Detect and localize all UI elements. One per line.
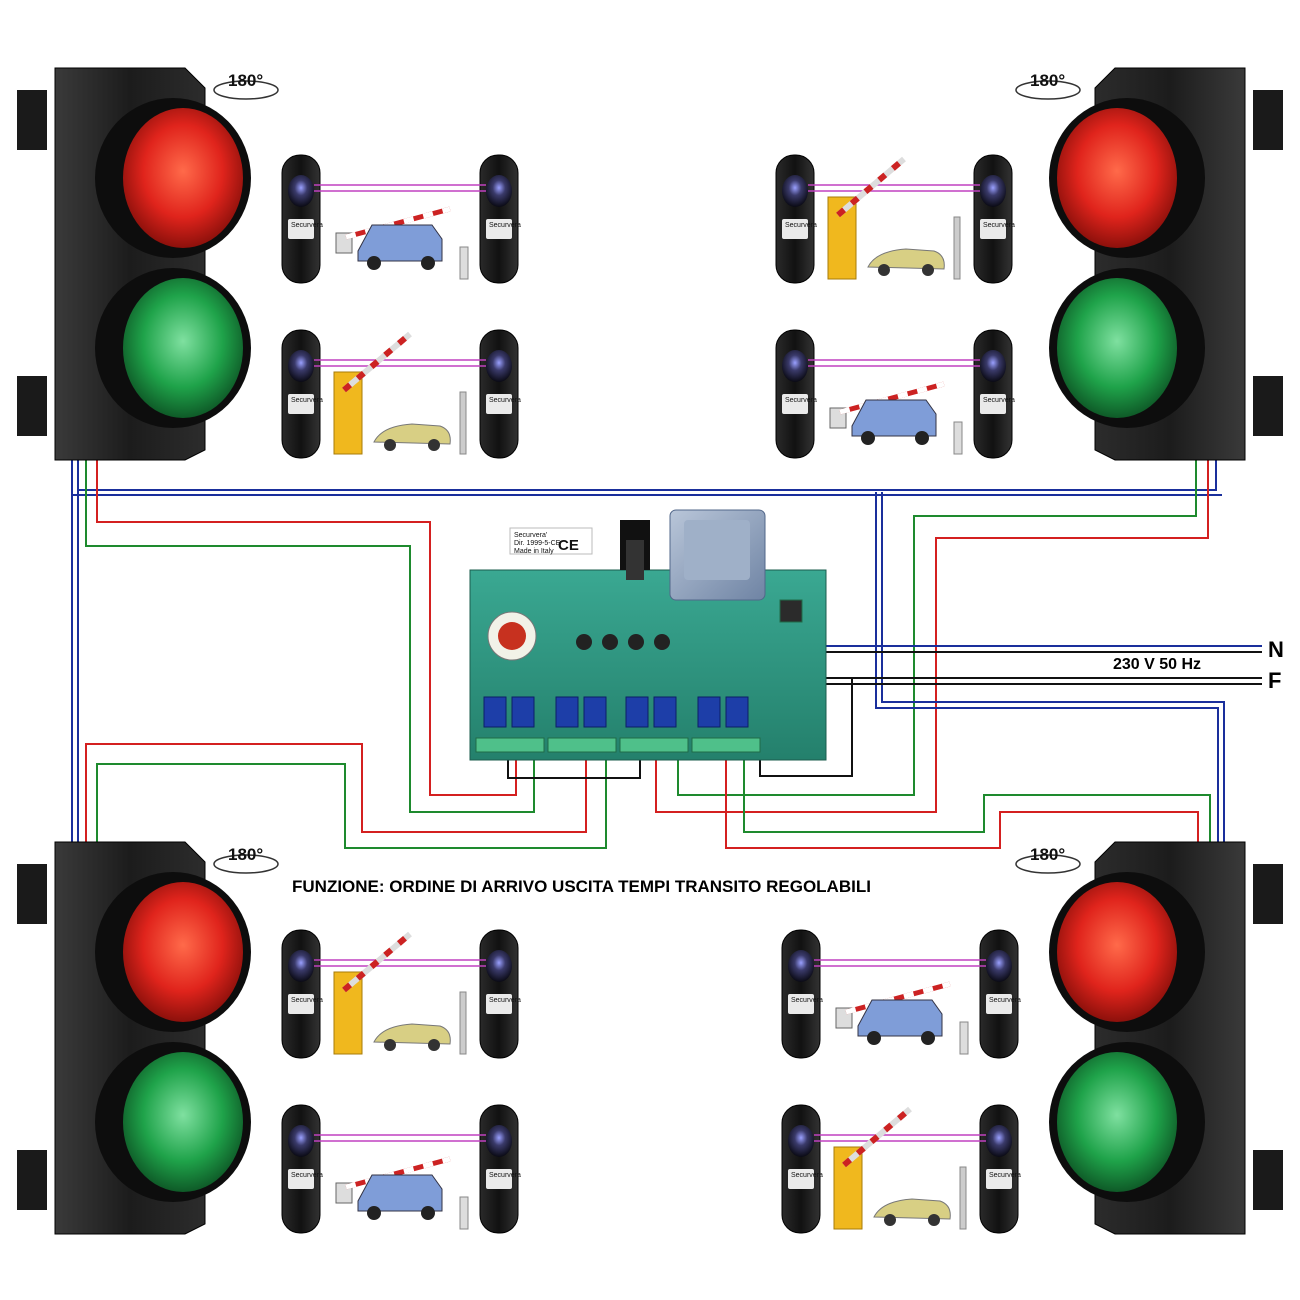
photocell-sensor: Securvera	[281, 929, 323, 1059]
photocell-pair: Securvera Securvera	[281, 1104, 521, 1234]
wire-red-tl	[96, 460, 517, 796]
wire-blue-tl	[71, 460, 1222, 848]
trimmers	[576, 634, 670, 650]
rotate-180-icon: 180°	[1015, 845, 1081, 874]
sensor-brand: Securvera	[983, 397, 1015, 404]
wire-neutral	[795, 618, 1262, 647]
photocell-pair: Securvera Securvera	[781, 929, 1021, 1059]
wire-green-bl	[96, 760, 607, 849]
photocell-sensor: Securvera	[973, 154, 1015, 284]
sensor-brand: Securvera	[489, 1172, 521, 1179]
photocell-sensor: Securvera	[781, 1104, 823, 1234]
photocell-pair: Securvera Securvera	[281, 929, 521, 1059]
red-lamp	[1057, 108, 1177, 248]
relays	[483, 696, 749, 728]
photocell-sensor: Securvera	[979, 1104, 1021, 1234]
traffic-light-tl	[17, 67, 251, 461]
board-brand: Securvera'	[514, 532, 547, 539]
supply-label: 230 V 50 Hz	[1113, 656, 1201, 673]
rotate-180-icon: 180°	[213, 71, 279, 100]
photocell-sensor: Securvera	[281, 1104, 323, 1234]
sensor-brand: Securvera	[785, 397, 817, 404]
wire-red-br	[725, 760, 1199, 849]
photocell-sensor: Securvera	[479, 1104, 521, 1234]
photocell-sensor: Securvera	[775, 329, 817, 459]
photocell-pair: Securvera Securvera	[281, 329, 521, 459]
sensor-brand: Securvera	[785, 222, 817, 229]
wire-green-tr	[677, 460, 1197, 796]
sensor-brand: Securvera	[489, 997, 521, 1004]
barrier-post-scene	[827, 156, 961, 280]
barrier-post-scene	[333, 931, 467, 1055]
green-lamp	[1057, 278, 1177, 418]
red-lamp	[1057, 882, 1177, 1022]
rotation-badge: 180°	[1030, 845, 1065, 864]
photocell-pair: Securvera Securvera	[781, 1104, 1021, 1234]
photocell-sensor: Securvera	[979, 929, 1021, 1059]
rotate-180-icon: 180°	[1015, 71, 1081, 100]
board-origin: Made in Italy	[514, 548, 554, 555]
green-lamp	[123, 278, 243, 418]
traffic-light-bl	[17, 841, 251, 1235]
sensor-brand: Securvera	[791, 1172, 823, 1179]
rotate-180-icon: 180°	[213, 845, 279, 874]
sensor-brand: Securvera	[291, 397, 323, 404]
photocell-pair: Securvera Securvera	[281, 154, 521, 284]
barrier-post-scene	[833, 1106, 967, 1230]
sensor-brand: Securvera	[489, 397, 521, 404]
ce-mark: CE	[558, 537, 579, 554]
wire-green-br	[743, 760, 1211, 848]
traffic-lights: 180° 180° 180° 180°	[17, 67, 1283, 1235]
photocell-sensor: Securvera	[973, 329, 1015, 459]
neutral-label: N	[1268, 637, 1284, 662]
wire-blue-br-2	[881, 492, 1225, 848]
photocell-sensor: Securvera	[781, 929, 823, 1059]
board-directive: Dir. 1999-5-CE	[514, 540, 561, 547]
sensor-brand: Securvera	[791, 997, 823, 1004]
wire-black-mid	[507, 760, 641, 779]
photocell-sensor: Securvera	[775, 154, 817, 284]
sensor-brand: Securvera	[291, 222, 323, 229]
photocell-sensor: Securvera	[479, 929, 521, 1059]
barrier-car-scene	[335, 206, 469, 280]
sensor-brand: Securvera	[989, 1172, 1021, 1179]
photocell-sensor: Securvera	[281, 154, 323, 284]
photocell-sensor: Securvera	[479, 329, 521, 459]
wire-red-bl	[85, 743, 587, 848]
green-lamp	[1057, 1052, 1177, 1192]
photocell-pair: Securvera Securvera	[775, 154, 1015, 284]
wire-green-tl	[85, 460, 535, 813]
function-label: FUNZIONE: ORDINE DI ARRIVO USCITA TEMPI …	[292, 877, 871, 896]
wire-black-loop	[759, 678, 853, 777]
sensor-brand: Securvera	[291, 997, 323, 1004]
sensor-brand: Securvera	[989, 997, 1021, 1004]
rotation-badge: 180°	[1030, 71, 1065, 90]
sensor-brand: Securvera	[983, 222, 1015, 229]
terminal-blocks	[475, 599, 803, 753]
traffic-light-tr	[1049, 67, 1283, 461]
red-lamp	[123, 108, 243, 248]
wire-blue-tl-2	[77, 460, 1217, 848]
barrier-car-scene	[335, 1156, 469, 1230]
barrier-car-scene	[829, 381, 963, 455]
barrier-car-scene	[835, 981, 969, 1055]
sensor-brand: Securvera	[291, 1172, 323, 1179]
red-lamp	[123, 882, 243, 1022]
barrier-post-scene	[333, 331, 467, 455]
controller-board: Securvera' Dir. 1999-5-CE Made in Italy …	[469, 509, 827, 761]
wire-red-tr	[655, 460, 1209, 813]
phase-label: F	[1268, 668, 1281, 693]
green-lamp	[123, 1052, 243, 1192]
rotation-badge: 180°	[228, 71, 263, 90]
photocell-sensor: Securvera	[281, 329, 323, 459]
traffic-light-br	[1049, 841, 1283, 1235]
wire-blue-br	[875, 492, 1219, 848]
photocell-sensor: Securvera	[479, 154, 521, 284]
rotation-badge: 180°	[228, 845, 263, 864]
sensor-brand: Securvera	[489, 222, 521, 229]
photocell-pair: Securvera Securvera	[775, 329, 1015, 459]
